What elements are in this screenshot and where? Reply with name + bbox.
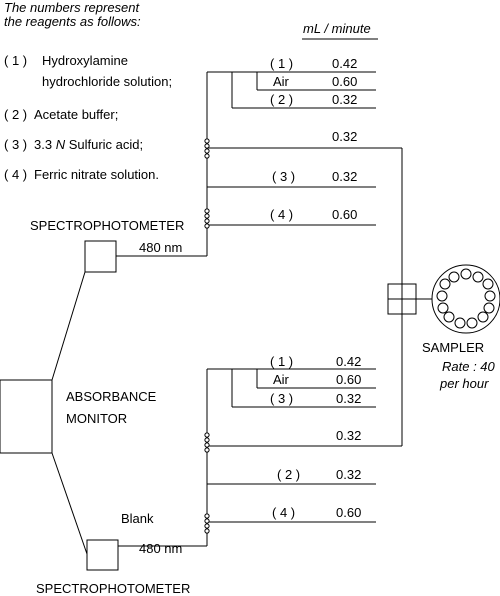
legend-number-2: ( 2 ) bbox=[4, 107, 27, 122]
lower-rate-3: 0.32 bbox=[336, 391, 361, 406]
legend-reagent-3: 3.3 N Sulfuric acid; bbox=[34, 137, 143, 152]
monitor-to-spectro-top bbox=[51, 271, 86, 381]
lower-label-air: Air bbox=[273, 372, 290, 387]
spectro-top-wavelength: 480 nm bbox=[139, 240, 182, 255]
header-note-line2: the reagents as follows: bbox=[4, 14, 141, 29]
upper-mixing-coil-2 bbox=[204, 208, 210, 229]
upper-label-3: ( 3 ) bbox=[272, 169, 295, 184]
legend-reagent-2: Acetate buffer; bbox=[34, 107, 118, 122]
lower-rate-sample: 0.32 bbox=[336, 428, 361, 443]
legend-reagent-3-post: Sulfuric acid; bbox=[65, 137, 143, 152]
lower-rate-air: 0.60 bbox=[336, 372, 361, 387]
lower-mixing-coil-1 bbox=[204, 432, 210, 453]
sampler-cup bbox=[472, 271, 484, 283]
sampler-rate-line2: per hour bbox=[439, 376, 489, 391]
upper-rate-4: 0.60 bbox=[332, 207, 357, 222]
legend-number-4: ( 4 ) bbox=[4, 167, 27, 182]
spectro-bottom-box bbox=[86, 539, 119, 571]
upper-rate-3: 0.32 bbox=[332, 169, 357, 184]
lower-rate-1: 0.42 bbox=[336, 354, 361, 369]
sampler-cup bbox=[466, 317, 478, 329]
sampler-cup bbox=[448, 271, 460, 283]
upper-label-1: ( 1 ) bbox=[270, 56, 293, 71]
legend-reagent-3-pre: 3.3 bbox=[34, 137, 56, 152]
lower-rate-4: 0.60 bbox=[336, 505, 361, 520]
sampler-cup bbox=[482, 278, 494, 290]
spectro-top-label: SPECTROPHOTOMETER bbox=[30, 218, 184, 233]
sampler-cup bbox=[437, 302, 449, 314]
upper-label-air: Air bbox=[273, 74, 290, 89]
sampler-cup bbox=[443, 311, 455, 323]
legend-reagent-1-line1: Hydroxylamine bbox=[42, 53, 128, 68]
sample-splitter-junction bbox=[387, 283, 417, 315]
sampler-cup bbox=[484, 290, 496, 302]
monitor-label-line1: ABSORBANCE bbox=[66, 389, 157, 404]
sampler-cup bbox=[483, 302, 495, 314]
lower-mixing-coil-2 bbox=[204, 513, 210, 534]
sampler-cup bbox=[439, 278, 451, 290]
legend-number-1: ( 1 ) bbox=[4, 53, 27, 68]
sampler-cup bbox=[477, 311, 489, 323]
monitor-to-spectro-bottom bbox=[51, 452, 88, 555]
sampler-turntable bbox=[431, 264, 500, 334]
blank-label: Blank bbox=[121, 511, 154, 526]
spectro-top-box bbox=[84, 240, 117, 273]
upper-label-2: ( 2 ) bbox=[270, 92, 293, 107]
upper-mixing-coil-1 bbox=[204, 138, 210, 159]
sampler-rate-line1: Rate : 40 bbox=[442, 359, 496, 374]
spectro-bottom-label: SPECTROPHOTOMETER bbox=[36, 581, 190, 596]
lower-label-4: ( 4 ) bbox=[272, 505, 295, 520]
sampler-cup bbox=[460, 268, 472, 280]
legend-reagent-4: Ferric nitrate solution. bbox=[34, 167, 159, 182]
lower-label-1: ( 1 ) bbox=[270, 354, 293, 369]
upper-rate-1: 0.42 bbox=[332, 56, 357, 71]
monitor-label-line2: MONITOR bbox=[66, 411, 127, 426]
upper-rate-air: 0.60 bbox=[332, 74, 357, 89]
sampler-cup bbox=[454, 317, 466, 329]
lower-label-3: ( 3 ) bbox=[270, 391, 293, 406]
upper-rate-2: 0.32 bbox=[332, 92, 357, 107]
sampler-label: SAMPLER bbox=[422, 340, 484, 355]
header-note-line1: The numbers represent bbox=[4, 0, 141, 15]
legend-number-3: ( 3 ) bbox=[4, 137, 27, 152]
lower-rate-2: 0.32 bbox=[336, 467, 361, 482]
lower-label-2: ( 2 ) bbox=[277, 467, 300, 482]
spectro-bottom-wavelength: 480 nm bbox=[139, 541, 182, 556]
upper-label-4: ( 4 ) bbox=[270, 207, 293, 222]
units-header: mL / minute bbox=[303, 21, 371, 36]
upper-rate-sample: 0.32 bbox=[332, 129, 357, 144]
sampler-cup bbox=[436, 290, 448, 302]
absorbance-monitor-box bbox=[0, 379, 53, 454]
legend-reagent-1-line2: hydrochloride solution; bbox=[42, 74, 172, 89]
legend-reagent-3-italic: N bbox=[56, 137, 66, 152]
